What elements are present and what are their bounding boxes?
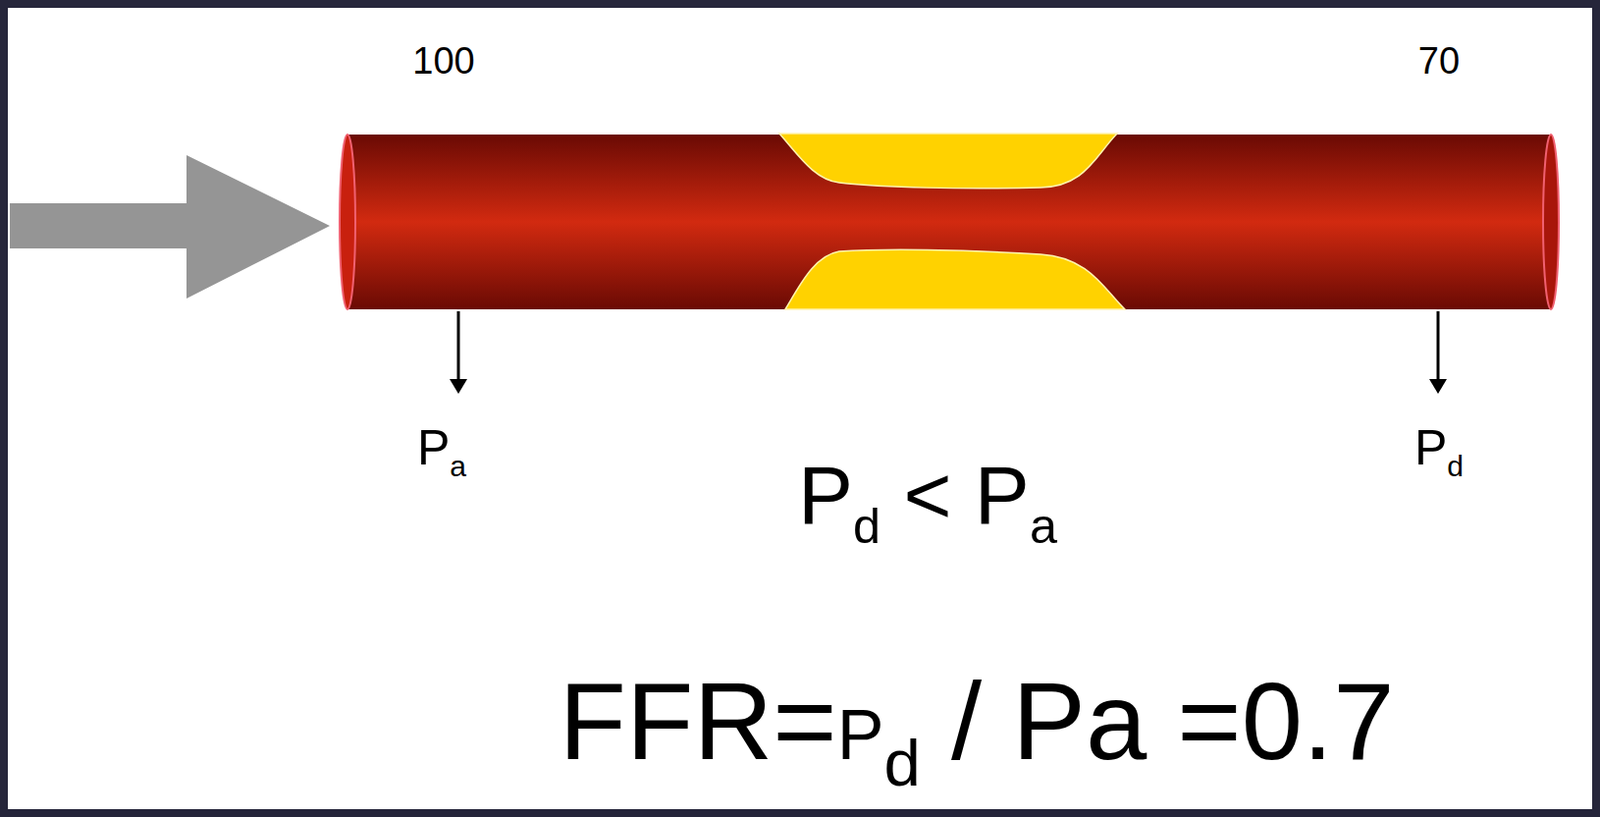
plaque xyxy=(779,133,1118,189)
pressure-leader xyxy=(1437,311,1440,383)
ffr-formula: FFR=Pd / Pa =0.7 xyxy=(559,666,1395,796)
pressure-symbol: Pa xyxy=(417,423,467,481)
pressure-leader xyxy=(457,311,461,383)
arrowhead xyxy=(1429,378,1447,394)
artery-end xyxy=(339,134,356,310)
pressure-symbol: Pd xyxy=(1414,423,1464,481)
pressure-value: 70 xyxy=(1418,42,1460,80)
inequality: Pd < Pa xyxy=(798,453,1058,552)
artery-end xyxy=(1543,134,1559,310)
arrowhead xyxy=(449,378,468,394)
flow-arrow xyxy=(9,155,330,299)
plaque xyxy=(785,249,1125,310)
artery xyxy=(347,134,1551,310)
pressure-value: 100 xyxy=(412,42,475,80)
